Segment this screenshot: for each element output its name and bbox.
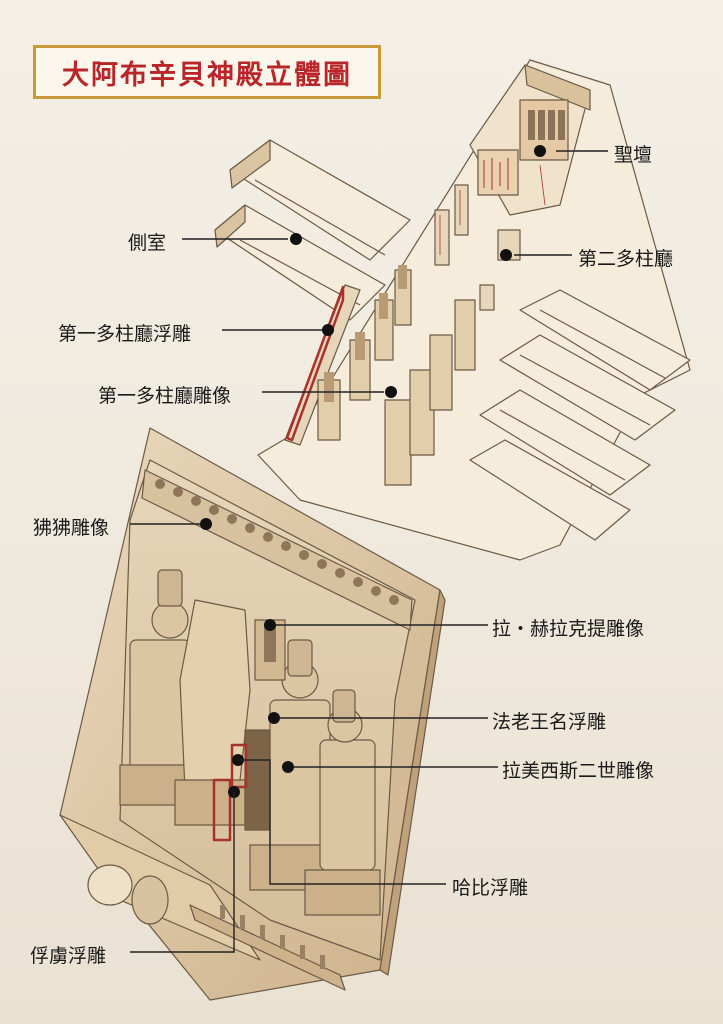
- first-hall-statues: [324, 265, 407, 402]
- label-first-hall-statues: 第一多柱廳雕像: [98, 385, 232, 407]
- colossus-3: [249, 639, 331, 891]
- cliff-side: [379, 589, 446, 976]
- dot-ra-horakhty: [264, 619, 276, 631]
- dot-sanctuary: [534, 145, 546, 157]
- diagram-title: 大阿布辛貝神殿立體圖: [62, 59, 352, 91]
- label-sanctuary: 聖壇: [614, 144, 653, 166]
- label-baboon-statues: 狒狒雕像: [33, 517, 110, 539]
- label-ra-horakhty: 拉・赫拉克提雕像: [492, 618, 645, 640]
- label-second-hall: 第二多柱廳: [578, 248, 674, 270]
- dot-baboon: [200, 518, 212, 530]
- dot-ramesses: [282, 761, 294, 773]
- balustrade-figures: [220, 905, 325, 969]
- baboon-row: [155, 479, 399, 605]
- dot-side-chamber: [290, 233, 302, 245]
- label-hapi-relief: 哈比浮雕: [452, 877, 529, 899]
- dot-second-hall: [500, 249, 512, 261]
- temple-doorway: [244, 729, 271, 831]
- hapi-relief-panel: [212, 778, 232, 842]
- terrace-balustrade: [189, 904, 346, 991]
- right-side-chambers: [519, 289, 691, 391]
- dot-first-hall-relief: [322, 324, 334, 336]
- title-box: 大阿布辛貝神殿立體圖: [33, 45, 381, 99]
- label-side-chamber: 側室: [128, 232, 167, 254]
- exterior-facade: [59, 427, 446, 1001]
- label-ramesses-statue: 拉美西斯二世雕像: [502, 760, 655, 782]
- corridor-relief-marks: [439, 164, 546, 255]
- ra-horakhty-figure: [264, 624, 276, 662]
- fallen-statue: [87, 864, 133, 906]
- label-captive-relief: 俘虜浮雕: [30, 945, 107, 967]
- label-first-hall-relief: 第一多柱廳浮雕: [58, 323, 192, 345]
- label-pharaoh-name-relief: 法老王名浮雕: [492, 711, 607, 733]
- colossus-1: [119, 569, 191, 806]
- leader-lines: [130, 145, 608, 953]
- dot-first-hall-statues: [385, 386, 397, 398]
- dot-pharaoh-name: [268, 712, 280, 724]
- first-hall-relief-panel: [285, 285, 345, 442]
- sanctuary-statues: [528, 110, 565, 140]
- colossus-4: [304, 689, 381, 916]
- pharaoh-name-relief-panel: [230, 743, 248, 789]
- interior-plan: [214, 59, 691, 561]
- sanctuary-wall-relief: [483, 158, 509, 190]
